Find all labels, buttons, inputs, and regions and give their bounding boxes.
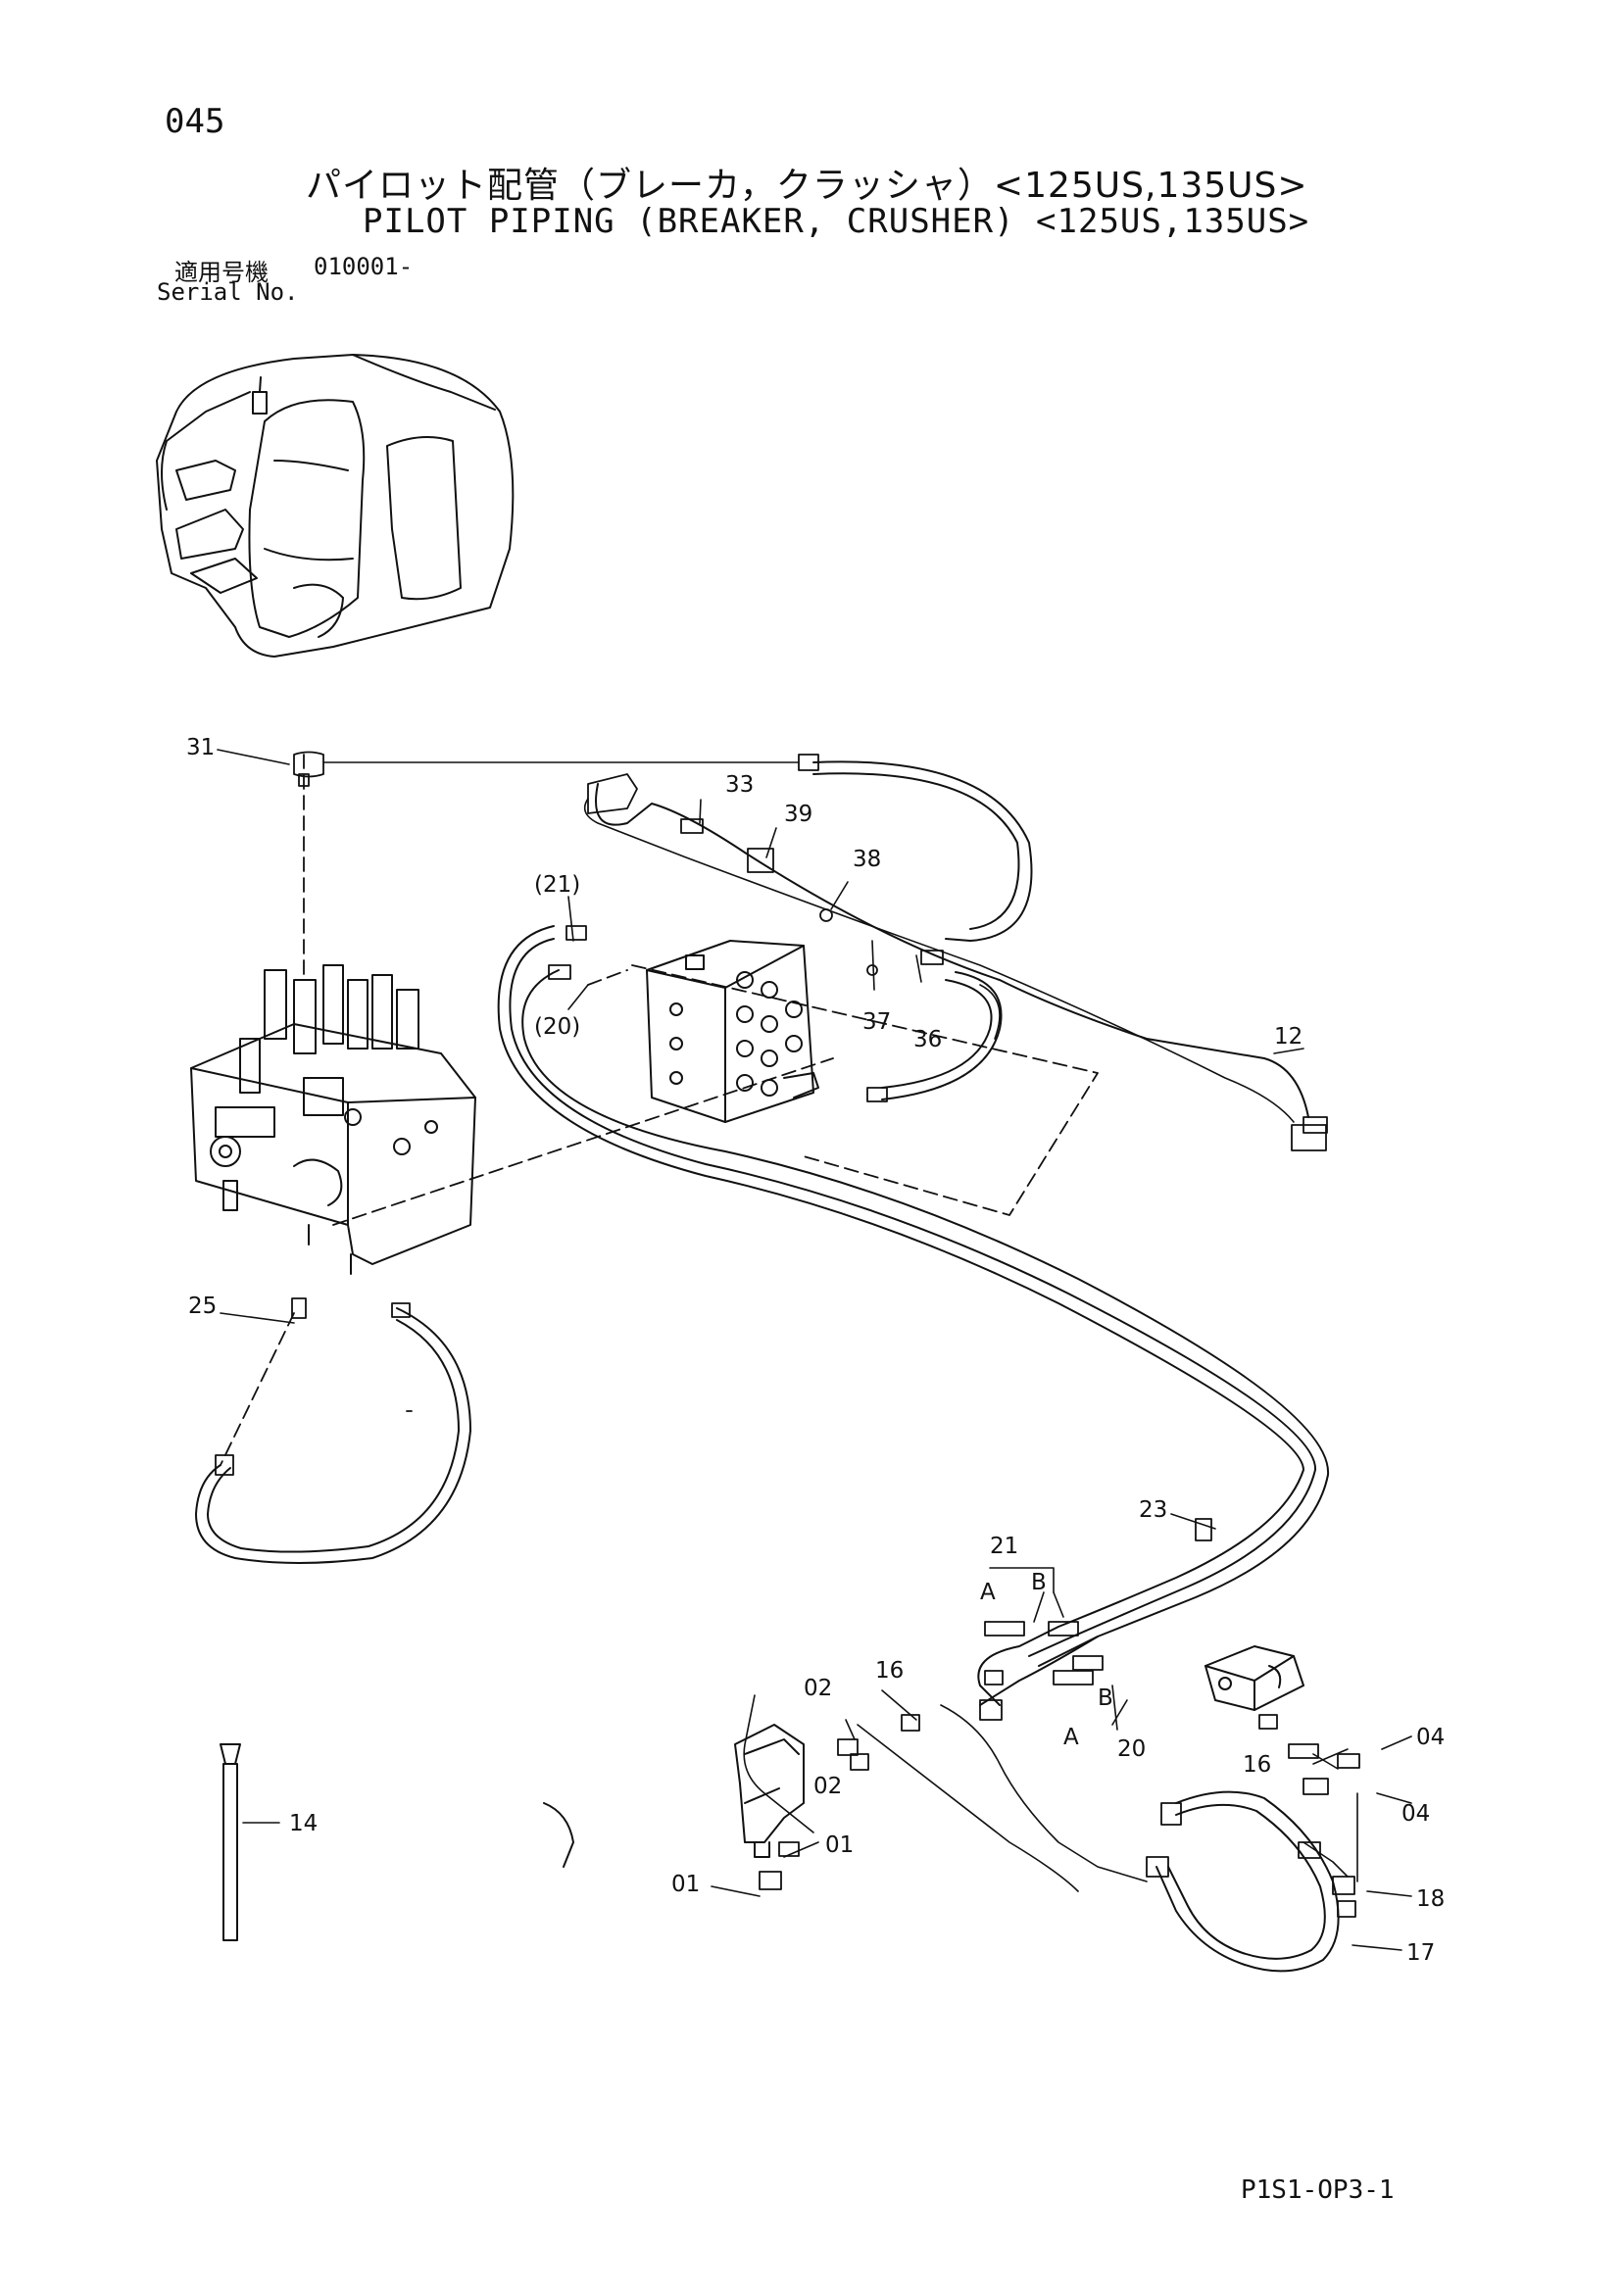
callout-12: 12	[1274, 1024, 1303, 1050]
page-number: 045	[165, 102, 225, 141]
serial-label-japanese: 適用号機	[174, 259, 269, 286]
callout-17: 17	[1406, 1940, 1435, 1966]
cab-illustration	[156, 354, 515, 658]
cable-tie	[220, 1743, 241, 1941]
selector-valve	[1204, 1645, 1304, 1711]
callout-36: 36	[913, 1027, 942, 1052]
callout-18: 18	[1416, 1886, 1445, 1912]
callout-20-paren: (20)	[534, 1014, 580, 1040]
callout-25: 25	[188, 1294, 217, 1319]
fittings	[215, 751, 1360, 1918]
callout-39: 39	[784, 802, 812, 827]
callout-16-right: 16	[1243, 1752, 1271, 1778]
callout-31: 31	[186, 735, 215, 760]
callout-02-lower: 02	[813, 1774, 842, 1799]
callout-01-right: 01	[825, 1832, 854, 1858]
callout-a-lower: A	[1063, 1725, 1079, 1750]
hose-runs	[195, 760, 1340, 1973]
callout-16-left: 16	[875, 1658, 904, 1684]
callout-23: 23	[1139, 1497, 1167, 1523]
callout-14: 14	[289, 1811, 318, 1836]
callout-33: 33	[725, 772, 754, 798]
title-japanese: パイロット配管（ブレーカ，クラッシャ）<125US,135US>	[306, 166, 1308, 206]
callout-labels: 31 33 39 38 (21) (20) 37 36 12 25 23 21 …	[186, 735, 1445, 1966]
callout-38: 38	[853, 847, 881, 872]
callout-20: 20	[1117, 1736, 1146, 1762]
callout-02-upper: 02	[804, 1676, 832, 1701]
callout-37: 37	[862, 1009, 891, 1035]
callout-04-lower: 04	[1401, 1801, 1430, 1827]
drawing-code: P1S1-OP3-1	[1241, 2175, 1395, 2205]
title-english: PILOT PIPING (BREAKER, CRUSHER) <125US,1…	[363, 202, 1310, 241]
callout-01-left: 01	[671, 1872, 700, 1897]
callout-b-lower: B	[1098, 1685, 1113, 1711]
callout-a-upper: A	[980, 1580, 996, 1605]
pilot-manifold	[646, 940, 819, 1123]
callout-21: 21	[990, 1534, 1018, 1559]
control-valve	[190, 964, 476, 1275]
serial-value: 010001-	[314, 253, 414, 280]
pilot-valve	[734, 1724, 805, 1858]
callout-21-paren: (21)	[534, 872, 580, 898]
callout-b-upper: B	[1031, 1570, 1047, 1595]
callout-04-upper: 04	[1416, 1725, 1445, 1750]
serial-label-english: Serial No.	[157, 278, 299, 306]
